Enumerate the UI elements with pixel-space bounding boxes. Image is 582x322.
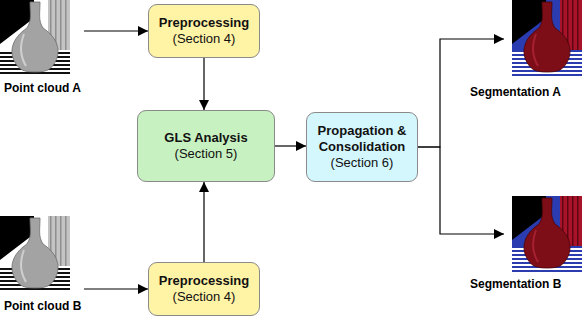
caption-holder: Segmentation B	[470, 274, 561, 292]
flow-arrow	[84, 288, 148, 289]
point-cloud-picture	[0, 0, 70, 76]
image-caption: Point cloud B	[4, 299, 81, 313]
caption-holder: Point cloud B	[4, 296, 81, 314]
section-reference: (Section 6)	[331, 155, 394, 171]
section-reference: (Section 4)	[173, 31, 236, 47]
box-heading: Propagation & Consolidation	[313, 123, 411, 155]
process-box: Preprocessing(Section 4)	[148, 4, 260, 58]
segmentation-picture	[512, 0, 582, 76]
process-box: Preprocessing(Section 4)	[148, 262, 260, 316]
process-box: Propagation & Consolidation(Section 6)	[306, 112, 418, 182]
segmentation-node: Segmentation B	[512, 196, 582, 272]
segmentation-picture	[512, 196, 582, 272]
caption-holder: Segmentation A	[470, 82, 561, 100]
point-cloud-node: Point cloud A	[0, 0, 70, 76]
caption-holder: Point cloud A	[4, 78, 81, 96]
box-heading: GLS Analysis	[164, 130, 247, 146]
flow-arrow	[275, 145, 306, 146]
section-reference: (Section 4)	[173, 289, 236, 305]
flow-arrow	[203, 182, 204, 262]
image-caption: Point cloud A	[4, 81, 81, 95]
flow-arrow	[84, 30, 148, 31]
image-caption: Segmentation A	[470, 85, 561, 99]
section-reference: (Section 5)	[175, 146, 238, 162]
flow-arrow	[203, 58, 204, 110]
flow-arrow	[418, 147, 504, 234]
box-heading: Preprocessing	[159, 15, 249, 31]
point-cloud-node: Point cloud B	[0, 216, 70, 294]
segmentation-node: Segmentation A	[512, 0, 582, 78]
image-caption: Segmentation B	[470, 277, 561, 291]
box-heading: Preprocessing	[159, 273, 249, 289]
process-box: GLS Analysis(Section 5)	[137, 110, 275, 182]
point-cloud-picture	[0, 216, 70, 292]
